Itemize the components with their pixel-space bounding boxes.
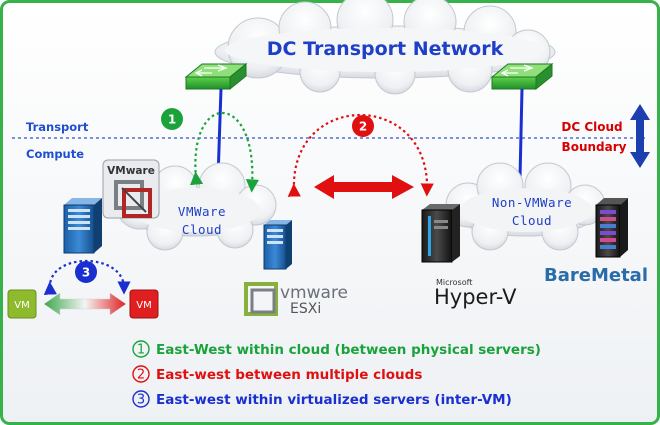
vmware-esxi-logo: vmware ESXi <box>244 282 348 317</box>
vmware-cloud-label-line1: VMWare <box>178 204 226 219</box>
dc-transport-cloud: DC Transport Network <box>214 0 556 95</box>
vmware-box-label: VMware <box>107 165 155 177</box>
non-vmware-cloud-label-line1: Non-VMWare <box>492 195 572 210</box>
legend-text-3: East-west within virtualized servers (in… <box>156 392 512 408</box>
hyperv-logo: Microsoft Hyper-V <box>434 278 517 309</box>
baremetal-server-icon <box>595 198 628 258</box>
red-double-arrow-icon <box>314 175 414 199</box>
vm-gradient-arrow-icon <box>43 292 127 316</box>
badge-3: 3 <box>75 261 97 283</box>
vm-box-left: VM <box>7 289 37 319</box>
switch-icon-right <box>490 62 554 91</box>
esxi-brand-text: vmware <box>280 283 348 303</box>
esxi-product-text: ESXi <box>290 301 321 317</box>
legend-item-2: 2 East-west between multiple clouds <box>132 365 422 383</box>
vm-box-right: VM <box>129 289 159 319</box>
svg-text:2: 2 <box>137 368 145 383</box>
server-tower-icon-left <box>63 198 102 254</box>
boundary-label-line1: DC Cloud <box>561 120 622 134</box>
legend: 1 East-West within cloud (between physic… <box>132 340 541 408</box>
svg-text:VM: VM <box>14 300 29 311</box>
non-vmware-cloud-label-line2: Cloud <box>512 213 552 228</box>
svg-text:VM: VM <box>136 300 151 311</box>
transport-layer-label: Transport <box>26 120 89 134</box>
svg-text:3: 3 <box>82 266 90 280</box>
svg-text:1: 1 <box>168 113 176 127</box>
badge-1: 1 <box>161 108 183 130</box>
baremetal-logo-text: BareMetal <box>544 265 648 286</box>
uplink-right <box>518 88 524 179</box>
vmware-logo-box: VMware <box>102 159 160 219</box>
green-east-west-arrow <box>190 111 259 193</box>
non-vmware-cloud: Non-VMWare Cloud <box>445 162 606 251</box>
switch-icon-left <box>184 62 248 91</box>
hyperv-server-icon <box>421 204 460 263</box>
legend-text-1: East-West within cloud (between physical… <box>156 342 541 358</box>
hyperv-vendor-text: Microsoft <box>436 278 472 287</box>
server-tower-icon-esxi <box>263 220 292 270</box>
red-inter-cloud-arc <box>287 114 434 197</box>
compute-layer-label: Compute <box>26 147 84 161</box>
legend-text-2: East-west between multiple clouds <box>156 367 422 383</box>
legend-item-3: 3 East-west within virtualized servers (… <box>132 390 512 408</box>
hyperv-product-text: Hyper-V <box>434 285 517 309</box>
svg-text:2: 2 <box>359 120 367 134</box>
boundary-arrow-icon <box>630 104 650 168</box>
svg-text:3: 3 <box>137 393 145 408</box>
boundary-label-line2: Boundary <box>562 140 627 154</box>
vmware-cloud-label-line2: Cloud <box>182 222 222 237</box>
legend-item-1: 1 East-West within cloud (between physic… <box>132 340 541 358</box>
svg-text:1: 1 <box>137 343 145 358</box>
transport-network-title: DC Transport Network <box>267 38 504 60</box>
badge-2: 2 <box>352 115 374 137</box>
